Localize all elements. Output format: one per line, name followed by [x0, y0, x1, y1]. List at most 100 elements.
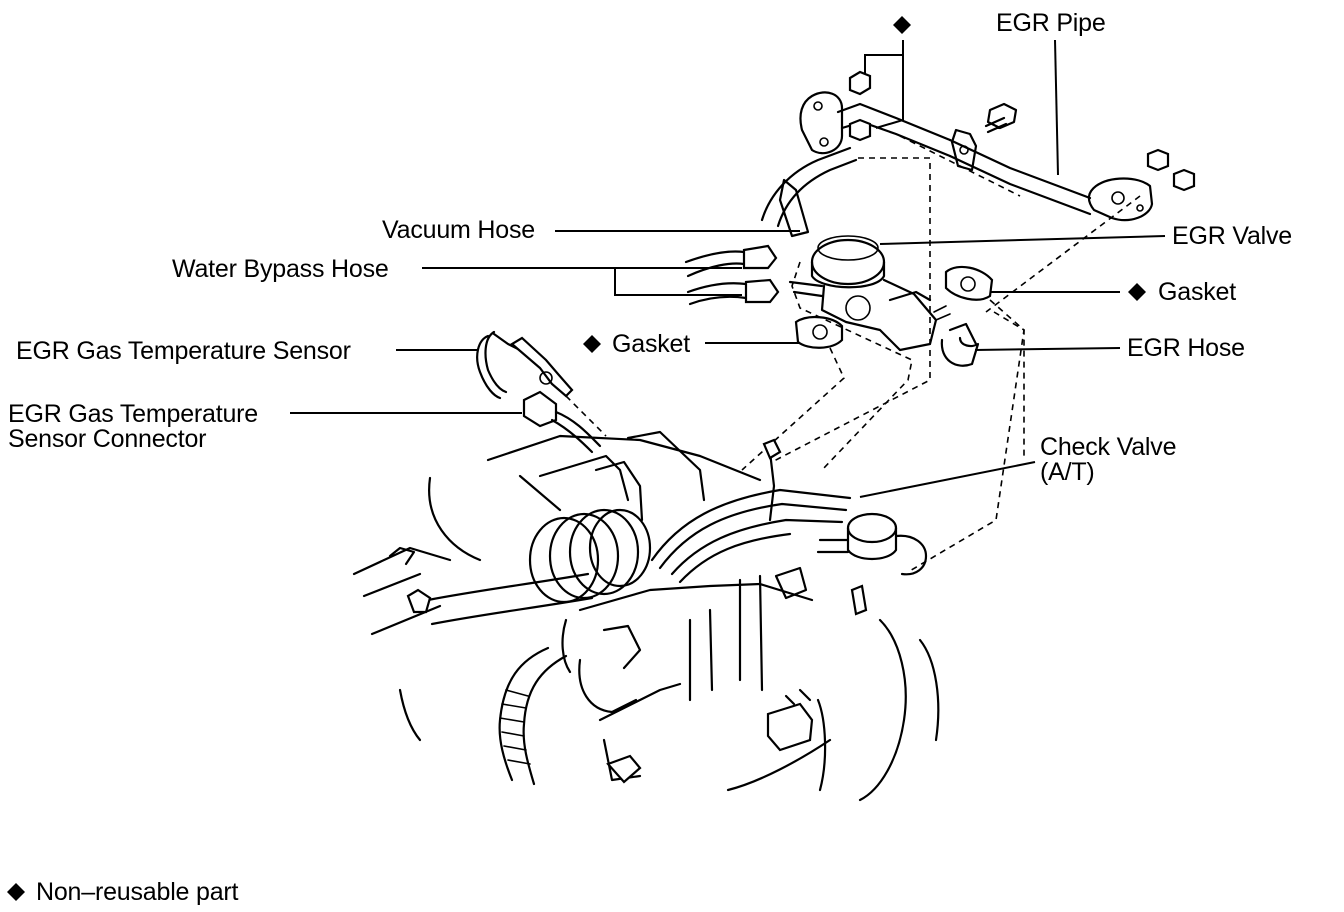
- manifold-mid-edge: [578, 582, 814, 612]
- throttle-lower: [561, 618, 572, 674]
- diamond-gasket-left: [583, 335, 601, 353]
- sensor-wire-loop-inner: [484, 330, 508, 394]
- label-egr-hose: EGR Hose: [1127, 334, 1245, 362]
- engine-bottom-left-c: [370, 604, 442, 636]
- diamond-top: [893, 16, 911, 34]
- egr-valve-skirt: [810, 260, 886, 289]
- label-sensor-connector: EGR Gas Temperature Sensor Connector: [8, 402, 258, 452]
- manifold-plug: [606, 754, 642, 784]
- harness-outer: [498, 646, 550, 782]
- dash-gasket-right-down: [989, 299, 1025, 456]
- vacuum-hose-end: [778, 178, 810, 238]
- egr-gas-temp-sensor: [476, 330, 602, 454]
- throttle-lever: [602, 624, 642, 670]
- egr-valve-outlet: [888, 290, 932, 302]
- label-check-valve: Check Valve (A/T): [1040, 435, 1176, 485]
- vac-vertical: [768, 450, 776, 522]
- dash-valve-down: [791, 261, 913, 471]
- throttle-ring-d: [588, 508, 652, 588]
- connector-wire: [554, 410, 602, 448]
- bypass-hose-upper-a: [684, 250, 746, 264]
- air-hose-upper: [426, 572, 590, 602]
- upper-engine-c: [626, 430, 706, 502]
- engine-top-edge: [486, 434, 762, 482]
- egr-valve-housing: [820, 278, 938, 352]
- gaskets: [794, 265, 994, 349]
- label-gasket-left: Gasket: [612, 330, 690, 358]
- bypass-hose-lower-a: [686, 282, 748, 294]
- throttle-ring-c: [568, 508, 640, 596]
- pipe-flange-left: [799, 91, 844, 155]
- dash-pipe-to-manifold: [771, 157, 931, 463]
- manifold-bottom-right: [726, 738, 832, 792]
- label-sensor-connector-line1: EGR Gas Temperature: [8, 400, 259, 428]
- legend: Non–reusable part: [36, 879, 238, 905]
- pipe-bracket: [950, 128, 978, 172]
- sensor-nut: [539, 371, 553, 385]
- egr-valve-nipple: [788, 280, 824, 298]
- throttle-ring-b: [548, 512, 620, 600]
- egr-port-stud: [850, 584, 868, 616]
- check-valve-body: [846, 526, 898, 561]
- egr-valve-body: [788, 235, 951, 352]
- egr-hose-top: [948, 322, 978, 346]
- manifold-lower: [598, 682, 682, 722]
- bottom-connector: [766, 702, 814, 752]
- egr-port-fitting: [774, 566, 808, 600]
- dash-sensor-to-port: [565, 395, 607, 437]
- air-hose-clamp: [406, 588, 432, 614]
- bracket-hole: [959, 145, 969, 155]
- dash-egr-hose-to-port: [907, 311, 1025, 573]
- engine-bottom-left: [352, 546, 452, 576]
- label-egr-valve: EGR Valve: [1172, 222, 1293, 250]
- leader-egr-valve: [879, 235, 1166, 245]
- vacuum-hose: [760, 146, 858, 238]
- engine-bracket-left: [388, 546, 416, 566]
- engine-assembly: [352, 430, 940, 802]
- nut-right-b: [1172, 168, 1196, 192]
- flange-hole-left-a: [813, 101, 823, 111]
- nut-right-a: [1146, 148, 1170, 172]
- nonreusable-diamonds: [7, 16, 1146, 901]
- egr-hose: [940, 322, 980, 367]
- air-hose-lower: [430, 596, 594, 626]
- engine-curve-left: [428, 476, 482, 562]
- harness-inner: [522, 654, 568, 786]
- bypass-hose-upper-b: [686, 262, 746, 278]
- engine-bottom-left-b: [362, 572, 422, 598]
- label-egr-pipe: EGR Pipe: [996, 9, 1106, 37]
- engine-right-curve: [858, 618, 907, 802]
- leader-lines: [290, 39, 1166, 498]
- engine-far-right: [918, 638, 940, 742]
- leader-water-bypass-lower: [614, 268, 742, 296]
- leader-egr-hose: [974, 347, 1121, 351]
- hose-clamp-lower: [744, 278, 780, 304]
- upper-engine-a: [538, 454, 630, 502]
- nut-top-a: [848, 70, 872, 96]
- pipe-bolt: [984, 102, 1018, 134]
- label-water-bypass-hose: Water Bypass Hose: [172, 255, 389, 283]
- leader-nut-branch-b: [875, 55, 904, 129]
- leader-check-valve: [859, 461, 1036, 498]
- vacuum-hose-inner: [776, 158, 858, 228]
- legend-text: Non–reusable part: [36, 878, 239, 906]
- egr-valve-stud: [933, 305, 951, 321]
- flange-right-bore: [1111, 191, 1125, 205]
- check-valve-inlet: [816, 538, 850, 554]
- upper-engine-b: [594, 460, 644, 522]
- label-check-valve-line1: Check Valve: [1040, 433, 1177, 461]
- hose-clamp-upper: [742, 244, 778, 270]
- egr-valve-top: [817, 235, 879, 261]
- vac-tube-b: [658, 502, 848, 570]
- bottom-connector-pins: [784, 688, 812, 706]
- sensor-connector: [522, 390, 558, 428]
- dash-gasket-left-down: [741, 347, 845, 471]
- label-gasket-right: Gasket: [1158, 278, 1236, 306]
- label-check-valve-line2: (A/T): [1040, 458, 1095, 486]
- sensor-wire-loop-outer: [476, 334, 502, 400]
- sensor-body: [510, 336, 574, 398]
- engine-line-far-left: [398, 688, 422, 742]
- leader-egr-pipe: [1054, 39, 1059, 176]
- vac-tube-c: [670, 518, 844, 576]
